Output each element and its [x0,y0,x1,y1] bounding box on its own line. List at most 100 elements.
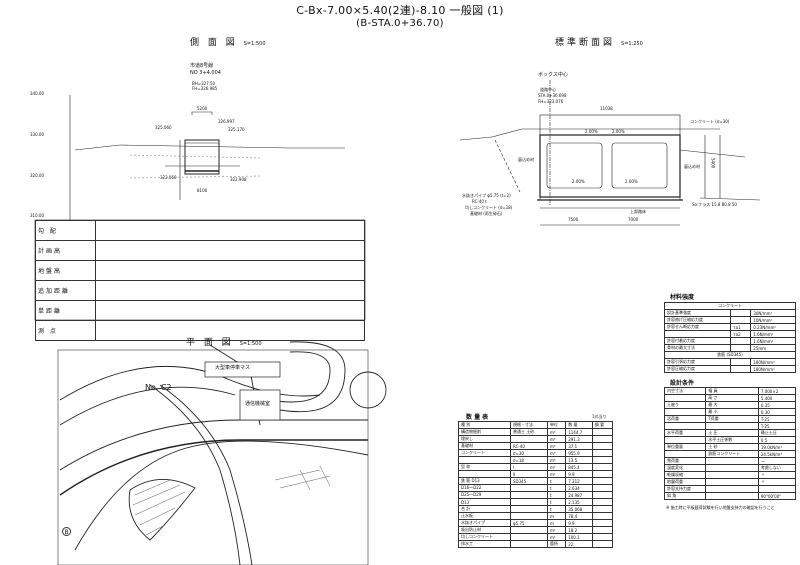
profile-row-values [95,320,365,341]
table-cell: 構造物掘削 [458,428,511,436]
table-cell: m [546,512,567,520]
table-cell [705,457,759,465]
table-row: 水平荷重土 圧静止土圧 [663,429,797,437]
table-cell: 0.5 [757,436,797,444]
table-cell: II [510,470,548,478]
table-cell [591,456,614,464]
dim-label: 5200 [197,106,208,111]
table-cell [591,526,614,534]
table-cell: 35.068 [565,505,593,513]
profile-row-values [95,220,365,241]
drawing-title: C-Bx-7.00×5.40(2連)-8.10 一般図 (1) [296,4,504,17]
table-cell: 骨材の最大寸法 [663,344,732,352]
rc-label: RC-40 t [472,199,487,204]
table-cell: 許容圧縮応力度 [663,365,732,373]
slope-left-label: 2.00% [585,129,598,134]
table-cell: T-25 [757,422,797,430]
elev-label: 330.00 [30,132,44,137]
table-cell: 30N/mm² [750,309,796,317]
table-cell: D25～D29 [458,491,511,499]
table-cell: D16～D22 [458,484,511,492]
table-cell [591,484,614,492]
table-cell: 7.000×2 [757,387,797,395]
table-cell: 18.2 [565,526,593,534]
table-cell [705,485,759,493]
profile-row: 計画高 [35,240,365,261]
table-cell [591,435,614,443]
table-cell: 型 枠 [458,463,511,471]
table-cell [730,337,752,345]
backfill-left-label: 裏込め材 [518,157,534,162]
table-cell [591,540,614,548]
design-title: 設計条件 [670,380,695,387]
table-cell: — [757,457,797,465]
table-cell: 水平土圧係数 [705,436,759,444]
floor-slope-right: 2.00% [625,179,638,184]
level-label: 322.060 [160,175,177,180]
table-row: 乾燥収縮〃 [663,471,797,479]
table-cell [591,519,614,527]
table-cell [591,449,614,457]
height-label: 5400 [710,158,716,169]
table-cell: 78.4 [565,512,593,520]
parking-label: 大型車停車マス [215,365,251,371]
table-cell: 最 小 [705,408,759,416]
table-cell [591,505,614,513]
dim-label: 8100 [197,188,208,193]
table-cell [705,464,759,472]
table-cell [510,498,548,506]
side-view-heading: 側 面 図 [190,38,238,48]
table-cell: m³ [546,442,567,450]
table-cell: m [546,519,567,527]
bh-level: BH=327.50 [192,81,216,86]
table-cell: 吸出防止材 [458,526,511,534]
table-cell: 2.135 [565,498,593,506]
profile-row-values [95,300,365,321]
profile-row: 勾 配 [35,220,365,241]
table-cell [730,344,752,352]
profile-row-label: 追加距離 [35,280,96,301]
table-cell [663,436,707,444]
elev-label: 320.00 [30,173,44,178]
profile-row-label: 測 点 [35,320,96,341]
elev-label: 340.00 [30,91,44,96]
table-cell [591,463,614,471]
table-cell: 9.9 [565,519,593,527]
table-cell: m³ [546,435,567,443]
cross-section-heading: 標準断面図 [555,38,616,48]
marker-b: B [62,527,71,536]
table-cell: 845.4 [565,463,593,471]
table-cell: 955.9 [565,449,593,457]
table-cell: 19.0kN/m³ [757,443,797,451]
materials-title: 材料強度 [670,294,695,301]
box-width-label: 11038 [600,106,613,111]
table-row: 雪荷重— [663,457,797,465]
design-note: ※ 施工時に平板載荷試験を行い地盤支持力の確認を行うこと [666,505,775,510]
table-cell: 考慮しない [757,464,797,472]
table-cell: SD345 [510,477,548,485]
table-header: 数 量 [565,421,593,429]
table-cell: 180N/mm² [750,358,796,366]
table-cell: 1.6N/mm² [750,330,796,338]
table-cell: 乾燥収縮 [663,471,707,479]
table-cell [591,491,614,499]
table-cell: m³ [546,449,567,457]
slope-right-label: 2.00% [612,129,625,134]
table-row: 地震荷重〃 [663,478,797,486]
table-cell: 1.6N/mm² [750,337,796,345]
comm-room-label: 通信機械室 [245,401,271,407]
